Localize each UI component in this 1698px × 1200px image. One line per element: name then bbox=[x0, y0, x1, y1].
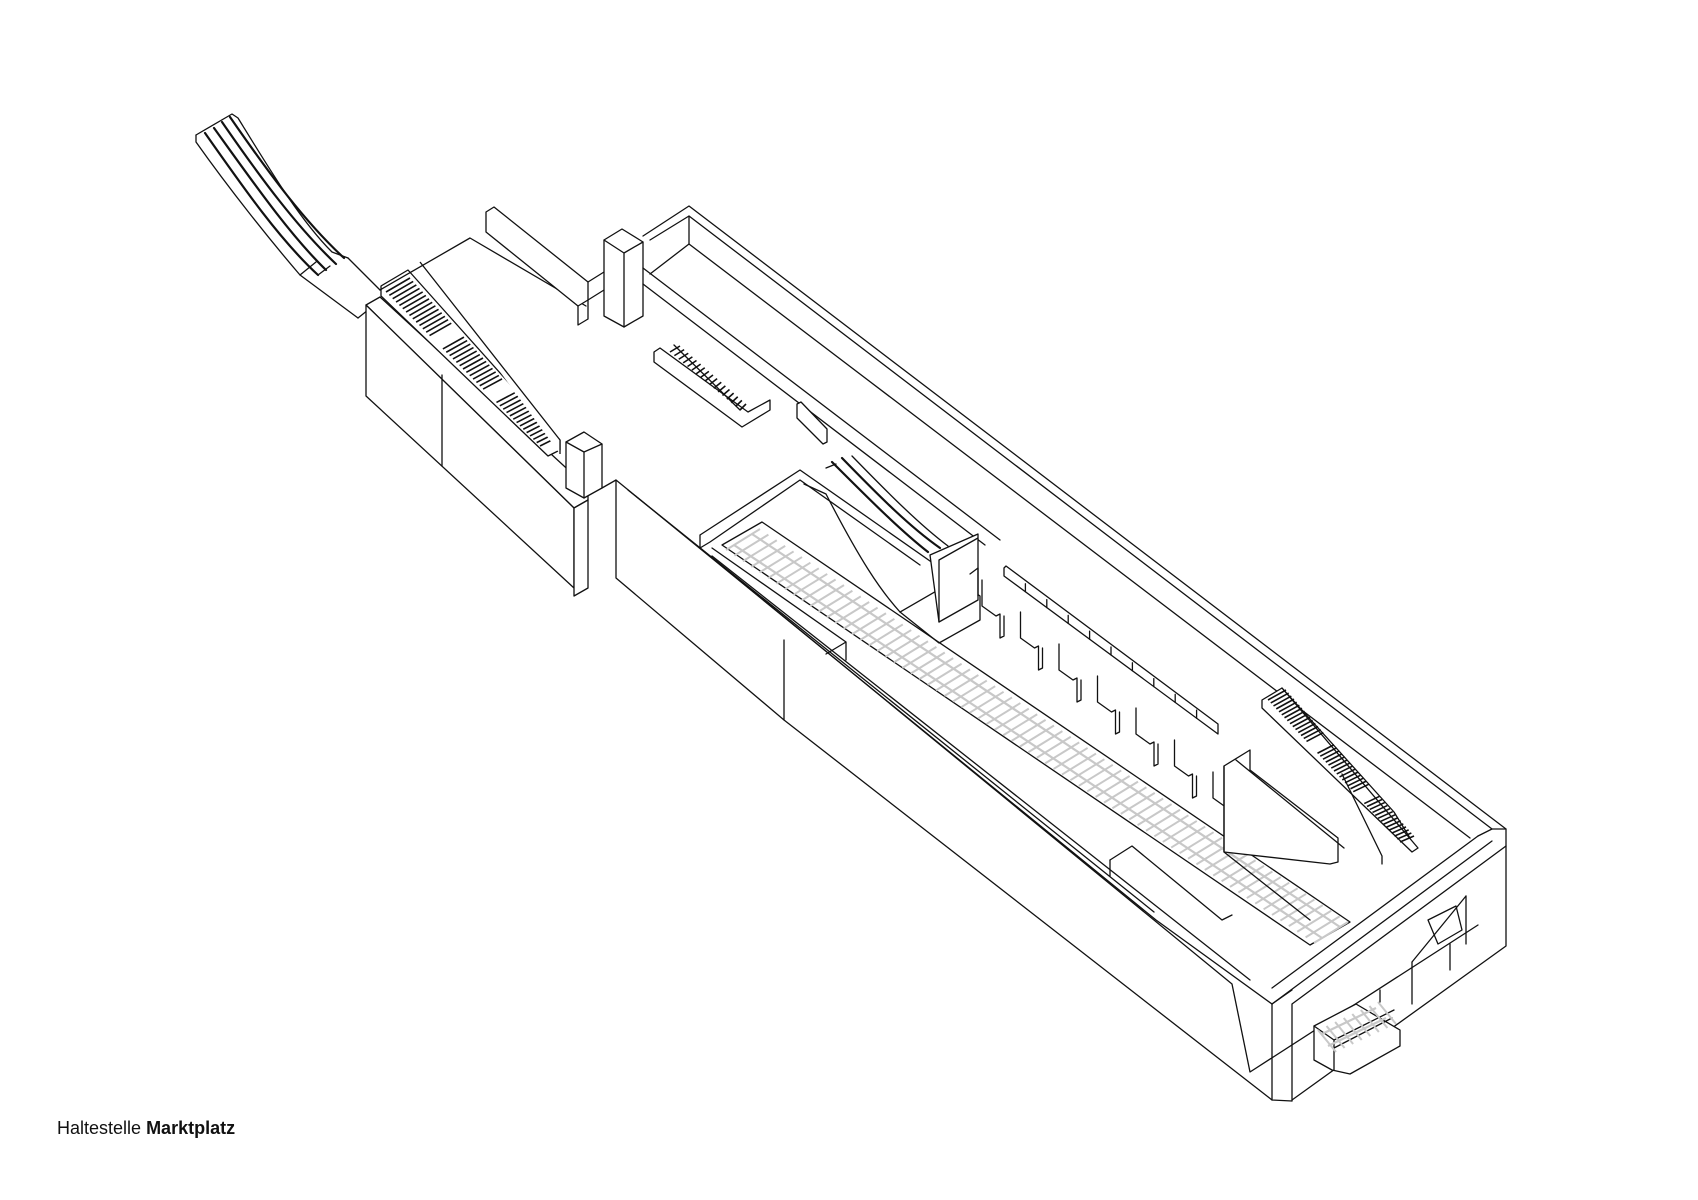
entrance-block-left bbox=[365, 296, 589, 597]
tunnel-portal bbox=[1313, 895, 1467, 1075]
caption-prefix: Haltestelle bbox=[57, 1118, 142, 1138]
mezzanine-stair bbox=[653, 344, 771, 428]
pillar-north bbox=[603, 228, 644, 328]
station-shell bbox=[601, 205, 1507, 1102]
east-stair bbox=[1261, 687, 1419, 865]
street-escalator bbox=[195, 113, 381, 319]
track-bed bbox=[711, 521, 1351, 981]
pillar-south bbox=[565, 431, 603, 499]
caption-station-name: Marktplatz bbox=[146, 1118, 236, 1138]
bench-strip bbox=[1003, 565, 1219, 735]
entrance-stair bbox=[380, 261, 561, 457]
drawing-caption: Haltestelle Marktplatz bbox=[57, 1118, 235, 1139]
inner-platform-box bbox=[1109, 749, 1345, 921]
mezzanine-floor bbox=[379, 206, 605, 326]
platform-opening bbox=[699, 455, 1479, 1073]
service-door bbox=[796, 401, 828, 445]
